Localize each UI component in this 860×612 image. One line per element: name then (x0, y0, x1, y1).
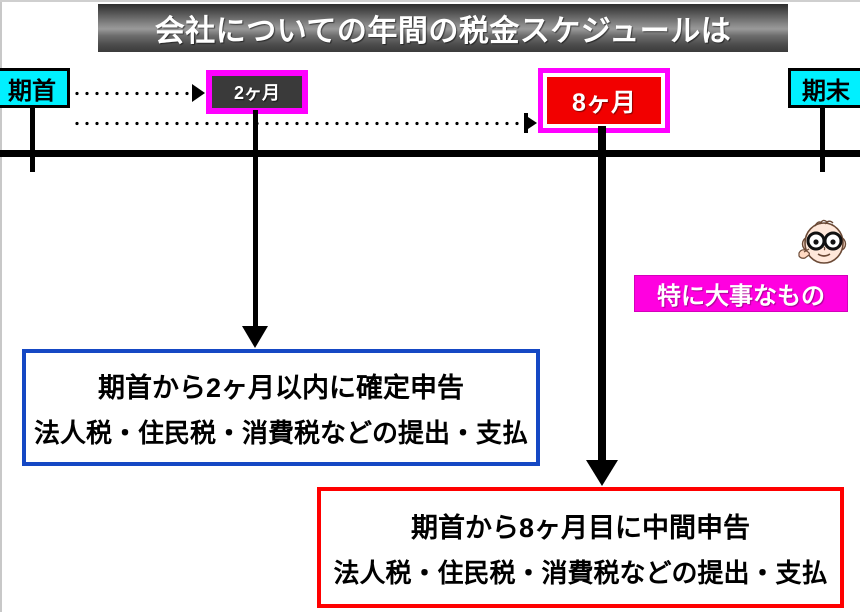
timeline-axis (0, 150, 860, 157)
callout-two-month: 期首から2ヶ月以内に確定申告 法人税・住民税・消費税などの提出・支払 (22, 349, 540, 466)
arrow-stem-2month (253, 110, 258, 334)
timeline-marker-8month-label: 8ヶ月 (572, 88, 636, 117)
timeline-tick-period-end (820, 100, 825, 172)
callout-eight-month-line1: 期首から8ヶ月目に中間申告 (410, 512, 750, 543)
timeline-tick-period-start (30, 100, 35, 172)
dotted-connector-start-to-2month (72, 91, 194, 96)
slide-title-bar: 会社についての年間の税金スケジュールは (98, 4, 788, 52)
timeline-marker-8month[interactable]: 8ヶ月 (538, 68, 670, 133)
arrow-head-8month (586, 460, 618, 486)
dotted-arrowhead-2month (192, 84, 205, 102)
page-border-top (0, 0, 860, 2)
label-period-start-text: 期首 (8, 77, 56, 105)
bespectacled-face-pointing-icon (795, 213, 853, 271)
callout-eight-month-line2: 法人税・住民税・消費税などの提出・支払 (333, 557, 828, 588)
timeline-marker-8month-inner: 8ヶ月 (547, 77, 661, 124)
dotted-arrowhead-8month (528, 117, 537, 129)
label-period-end-text: 期末 (802, 77, 850, 105)
dotted-connector-endbar (524, 113, 528, 133)
label-period-start: 期首 (0, 68, 70, 108)
timeline-marker-2month-label: 2ヶ月 (233, 83, 280, 103)
arrow-head-2month (242, 326, 268, 348)
callout-two-month-line2: 法人税・住民税・消費税などの提出・支払 (33, 417, 528, 448)
status-badge-important: 特に大事なもの (634, 275, 848, 312)
arrow-stem-8month (598, 126, 606, 470)
timeline-marker-2month[interactable]: 2ヶ月 (206, 70, 308, 114)
label-period-end: 期末 (788, 68, 860, 108)
dotted-connector-start-to-8month (72, 121, 522, 126)
page-title: 会社についての年間の税金スケジュールは (154, 15, 732, 48)
callout-eight-month: 期首から8ヶ月目に中間申告 法人税・住民税・消費税などの提出・支払 (317, 487, 844, 608)
timeline-marker-2month-inner: 2ヶ月 (212, 76, 302, 108)
page-border-left (0, 0, 2, 612)
callout-two-month-line1: 期首から2ヶ月以内に確定申告 (97, 372, 464, 403)
status-badge-important-text: 特に大事なもの (657, 283, 825, 310)
